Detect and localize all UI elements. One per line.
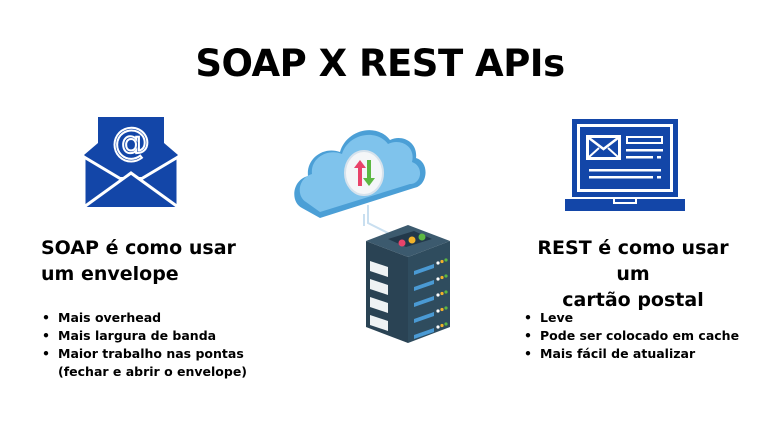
soap-bullet: Mais largura de banda [40,327,247,345]
soap-heading-line1: SOAP é como usar [41,237,236,259]
rest-bullet: Leve [522,309,739,327]
cloud-sync-icon [294,130,426,226]
svg-text:@: @ [112,120,150,164]
soap-bullet-continuation: (fechar e abrir o envelope) [58,364,248,379]
envelope-at-icon: @ [82,117,180,209]
page-title: SOAP X REST APIs [195,42,565,85]
soap-bullet-list: Mais overhead Mais largura de banda Maio… [40,309,247,381]
soap-bullet: Mais overhead [40,309,247,327]
soap-bullet: Maior trabalho nas pontas [40,345,247,363]
rest-heading-line1: REST é como usar um [537,237,729,285]
soap-heading: SOAP é como usar um envelope [41,235,261,287]
rest-bullet-list: Leve Pode ser colocado em cache Mais fác… [522,309,739,363]
rest-heading-line2: cartão postal [562,289,704,311]
rest-bullet: Mais fácil de atualizar [522,345,739,363]
rest-bullet: Pode ser colocado em cache [522,327,739,345]
soap-heading-line2: um envelope [41,263,179,285]
laptop-mail-icon [565,119,685,211]
rest-heading: REST é como usar um cartão postal [518,235,748,313]
server-rack-icon [366,205,450,343]
